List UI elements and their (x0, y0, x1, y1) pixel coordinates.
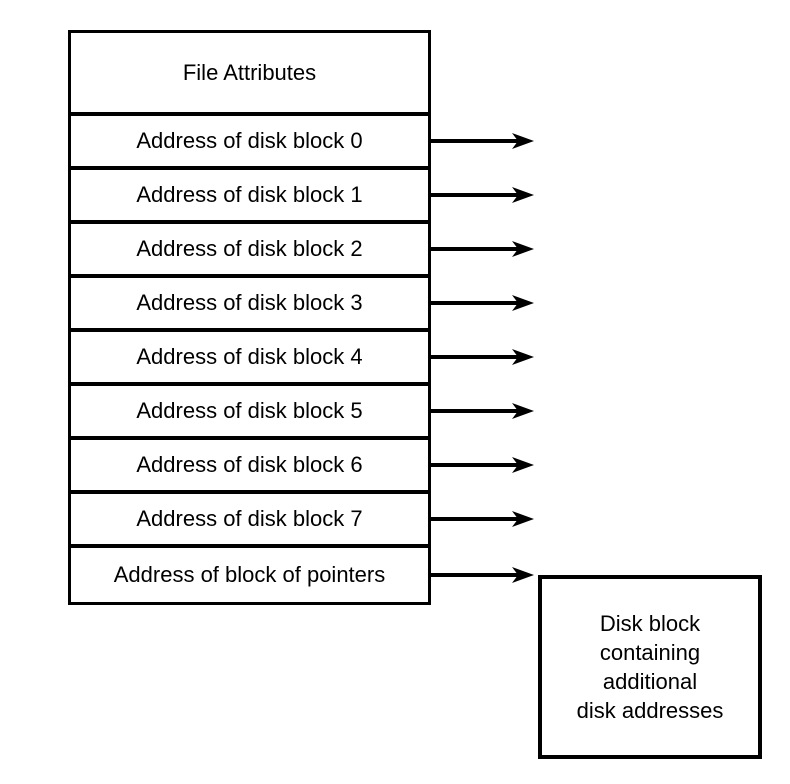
disk-block-3-label: Address of disk block 3 (136, 290, 363, 315)
right-arrow-icon (428, 187, 534, 203)
right-arrow-icon (428, 133, 534, 149)
disk-block-4-label: Address of disk block 4 (136, 344, 363, 369)
inode-table: File Attributes Address of disk block 0 … (68, 30, 534, 605)
indirect-block-line: additional (602, 669, 698, 694)
indirect-block-box: Disk block containing additional disk ad… (538, 575, 762, 759)
disk-block-4-row: Address of disk block 4 (71, 332, 534, 386)
right-arrow-icon (428, 457, 534, 473)
indirect-block-line: disk addresses (576, 698, 724, 723)
disk-block-2-row: Address of disk block 2 (71, 224, 534, 278)
right-arrow-icon (428, 241, 534, 257)
disk-block-3-row: Address of disk block 3 (71, 278, 534, 332)
disk-block-5-row: Address of disk block 5 (71, 386, 534, 440)
right-arrow-icon (428, 511, 534, 527)
disk-block-0-row: Address of disk block 0 (71, 116, 534, 170)
file-attributes-cell: File Attributes (71, 33, 428, 116)
indirect-block-line: Disk block (599, 611, 701, 636)
block-of-pointers-label: Address of block of pointers (113, 562, 386, 587)
disk-block-7-row: Address of disk block 7 (71, 494, 534, 548)
right-arrow-icon (428, 403, 534, 419)
disk-block-1-row: Address of disk block 1 (71, 170, 534, 224)
disk-block-5-label: Address of disk block 5 (136, 398, 363, 423)
disk-block-1-label: Address of disk block 1 (136, 182, 363, 207)
right-arrow-icon (428, 349, 534, 365)
right-arrow-icon (428, 295, 534, 311)
disk-block-6-row: Address of disk block 6 (71, 440, 534, 494)
disk-block-7-label: Address of disk block 7 (136, 506, 363, 531)
file-attributes-label: File Attributes (182, 59, 317, 85)
disk-block-0-label: Address of disk block 0 (136, 128, 363, 153)
block-of-pointers-row: Address of block of pointers (71, 548, 534, 602)
disk-block-2-label: Address of disk block 2 (136, 236, 363, 261)
disk-block-6-label: Address of disk block 6 (136, 452, 363, 477)
right-arrow-icon (428, 567, 534, 583)
indirect-block-line: containing (599, 640, 701, 665)
